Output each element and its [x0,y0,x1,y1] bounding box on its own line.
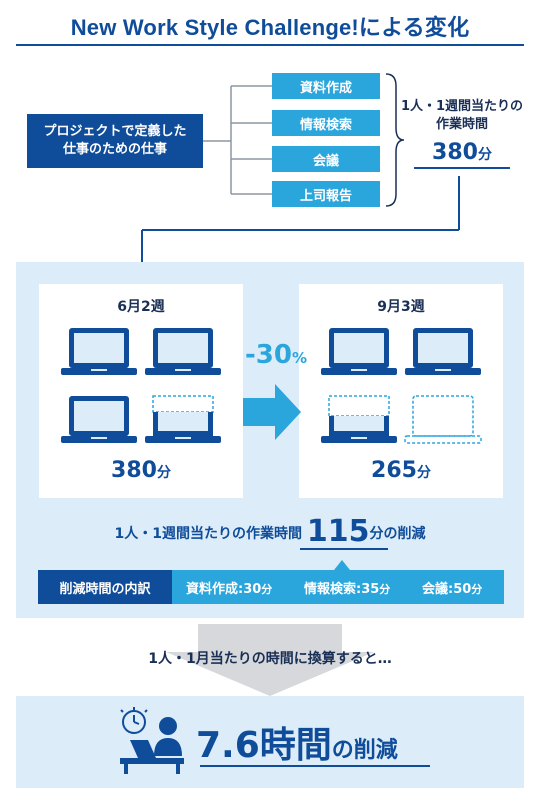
result-number: 7.6 [196,725,260,766]
breakdown-item-unit: 分 [471,583,483,596]
conversion-arrow [166,624,374,696]
before-card: 6月2週 380分 [39,284,243,498]
laptop-icon [61,328,137,375]
laptop-icon [61,396,137,443]
breakdown-item-unit: 分 [261,583,273,596]
weekly-hours-label: 1人・1週間当たりの 作業時間 [394,98,530,133]
weekly-hours-unit: 分 [477,147,492,163]
reduction-suffix: 分の削減 [369,526,426,542]
breakdown-heading: 削減時間の内訳 [38,570,172,604]
laptop-icon [405,328,481,375]
weekly-hours-label-line2: 作業時間 [435,116,488,132]
breakdown-item-search: 情報検索:35分 [304,578,390,597]
task-box-meeting: 会議 [272,146,380,172]
task-box-report: 上司報告 [272,181,380,207]
breakdown-item-value: 50 [453,582,472,597]
laptop-icon [321,328,397,375]
before-value: 380分 [39,458,243,483]
project-box-line2: 仕事のための仕事 [62,142,167,157]
reduction-value: 115 [306,514,370,549]
conversion-text: 1人・1月当たりの時間に換算すると… [148,651,392,667]
worker-at-desk-icon [120,707,184,774]
laptop-icon [145,328,221,375]
weekly-hours-label-line1: 1人・1週間当たりの [400,99,524,114]
breakdown-item-label: 会議: [422,582,454,597]
result-suffix: の削減 [331,738,398,763]
before-laptops [61,328,221,443]
result-underline [200,765,430,767]
result-panel [16,696,524,788]
page-title: New Work Style Challenge!による変化 [70,15,470,40]
project-box: プロジェクトで定義した 仕事のための仕事 [27,114,203,168]
task-box-search: 情報検索 [272,110,380,136]
laptop-partial-icon [145,395,221,443]
breakdown-item-value: 30 [243,582,262,597]
result-unit: 時間 [259,725,332,766]
laptop-partial-icon [321,395,397,443]
after-laptops [321,328,482,444]
before-label: 6月2週 [117,299,165,315]
before-unit: 分 [156,465,171,481]
change-percent: -30% [236,340,316,370]
reduction-underline [300,548,388,550]
reduction-prefix: 1人・1週間当たりの作業時間 [114,526,302,542]
breakdown-item-unit: 分 [379,583,391,596]
after-label: 9月3週 [377,299,425,315]
breakdown-item-documents: 資料作成:30分 [186,578,272,597]
before-number: 380 [111,458,157,483]
after-number: 265 [371,458,417,483]
after-value: 265分 [299,458,503,483]
pointer-triangle [334,560,350,570]
breakdown-item-label: 資料作成: [186,582,244,597]
title-divider [16,44,524,46]
after-card: 9月3週 265分 [299,284,503,498]
laptop-dashed-icon [404,395,482,444]
breakdown-item-label: 情報検索: [304,582,362,597]
result-value: 7.6時間の削減 [196,716,398,768]
change-percent-unit: % [291,349,307,367]
project-box-line1: プロジェクトで定義した [43,124,187,140]
breakdown-item-value: 35 [361,582,380,597]
after-unit: 分 [416,465,431,481]
weekly-hours-number: 380 [432,140,478,165]
change-percent-value: -30 [244,340,292,370]
weekly-hours-value: 380分 [414,140,510,169]
reduction-statement: 1人・1週間当たりの作業時間 115分の削減 [40,514,500,549]
breakdown-item-meeting: 会議:50分 [422,578,482,597]
task-box-documents: 資料作成 [272,73,380,99]
right-arrow-icon [243,384,301,440]
